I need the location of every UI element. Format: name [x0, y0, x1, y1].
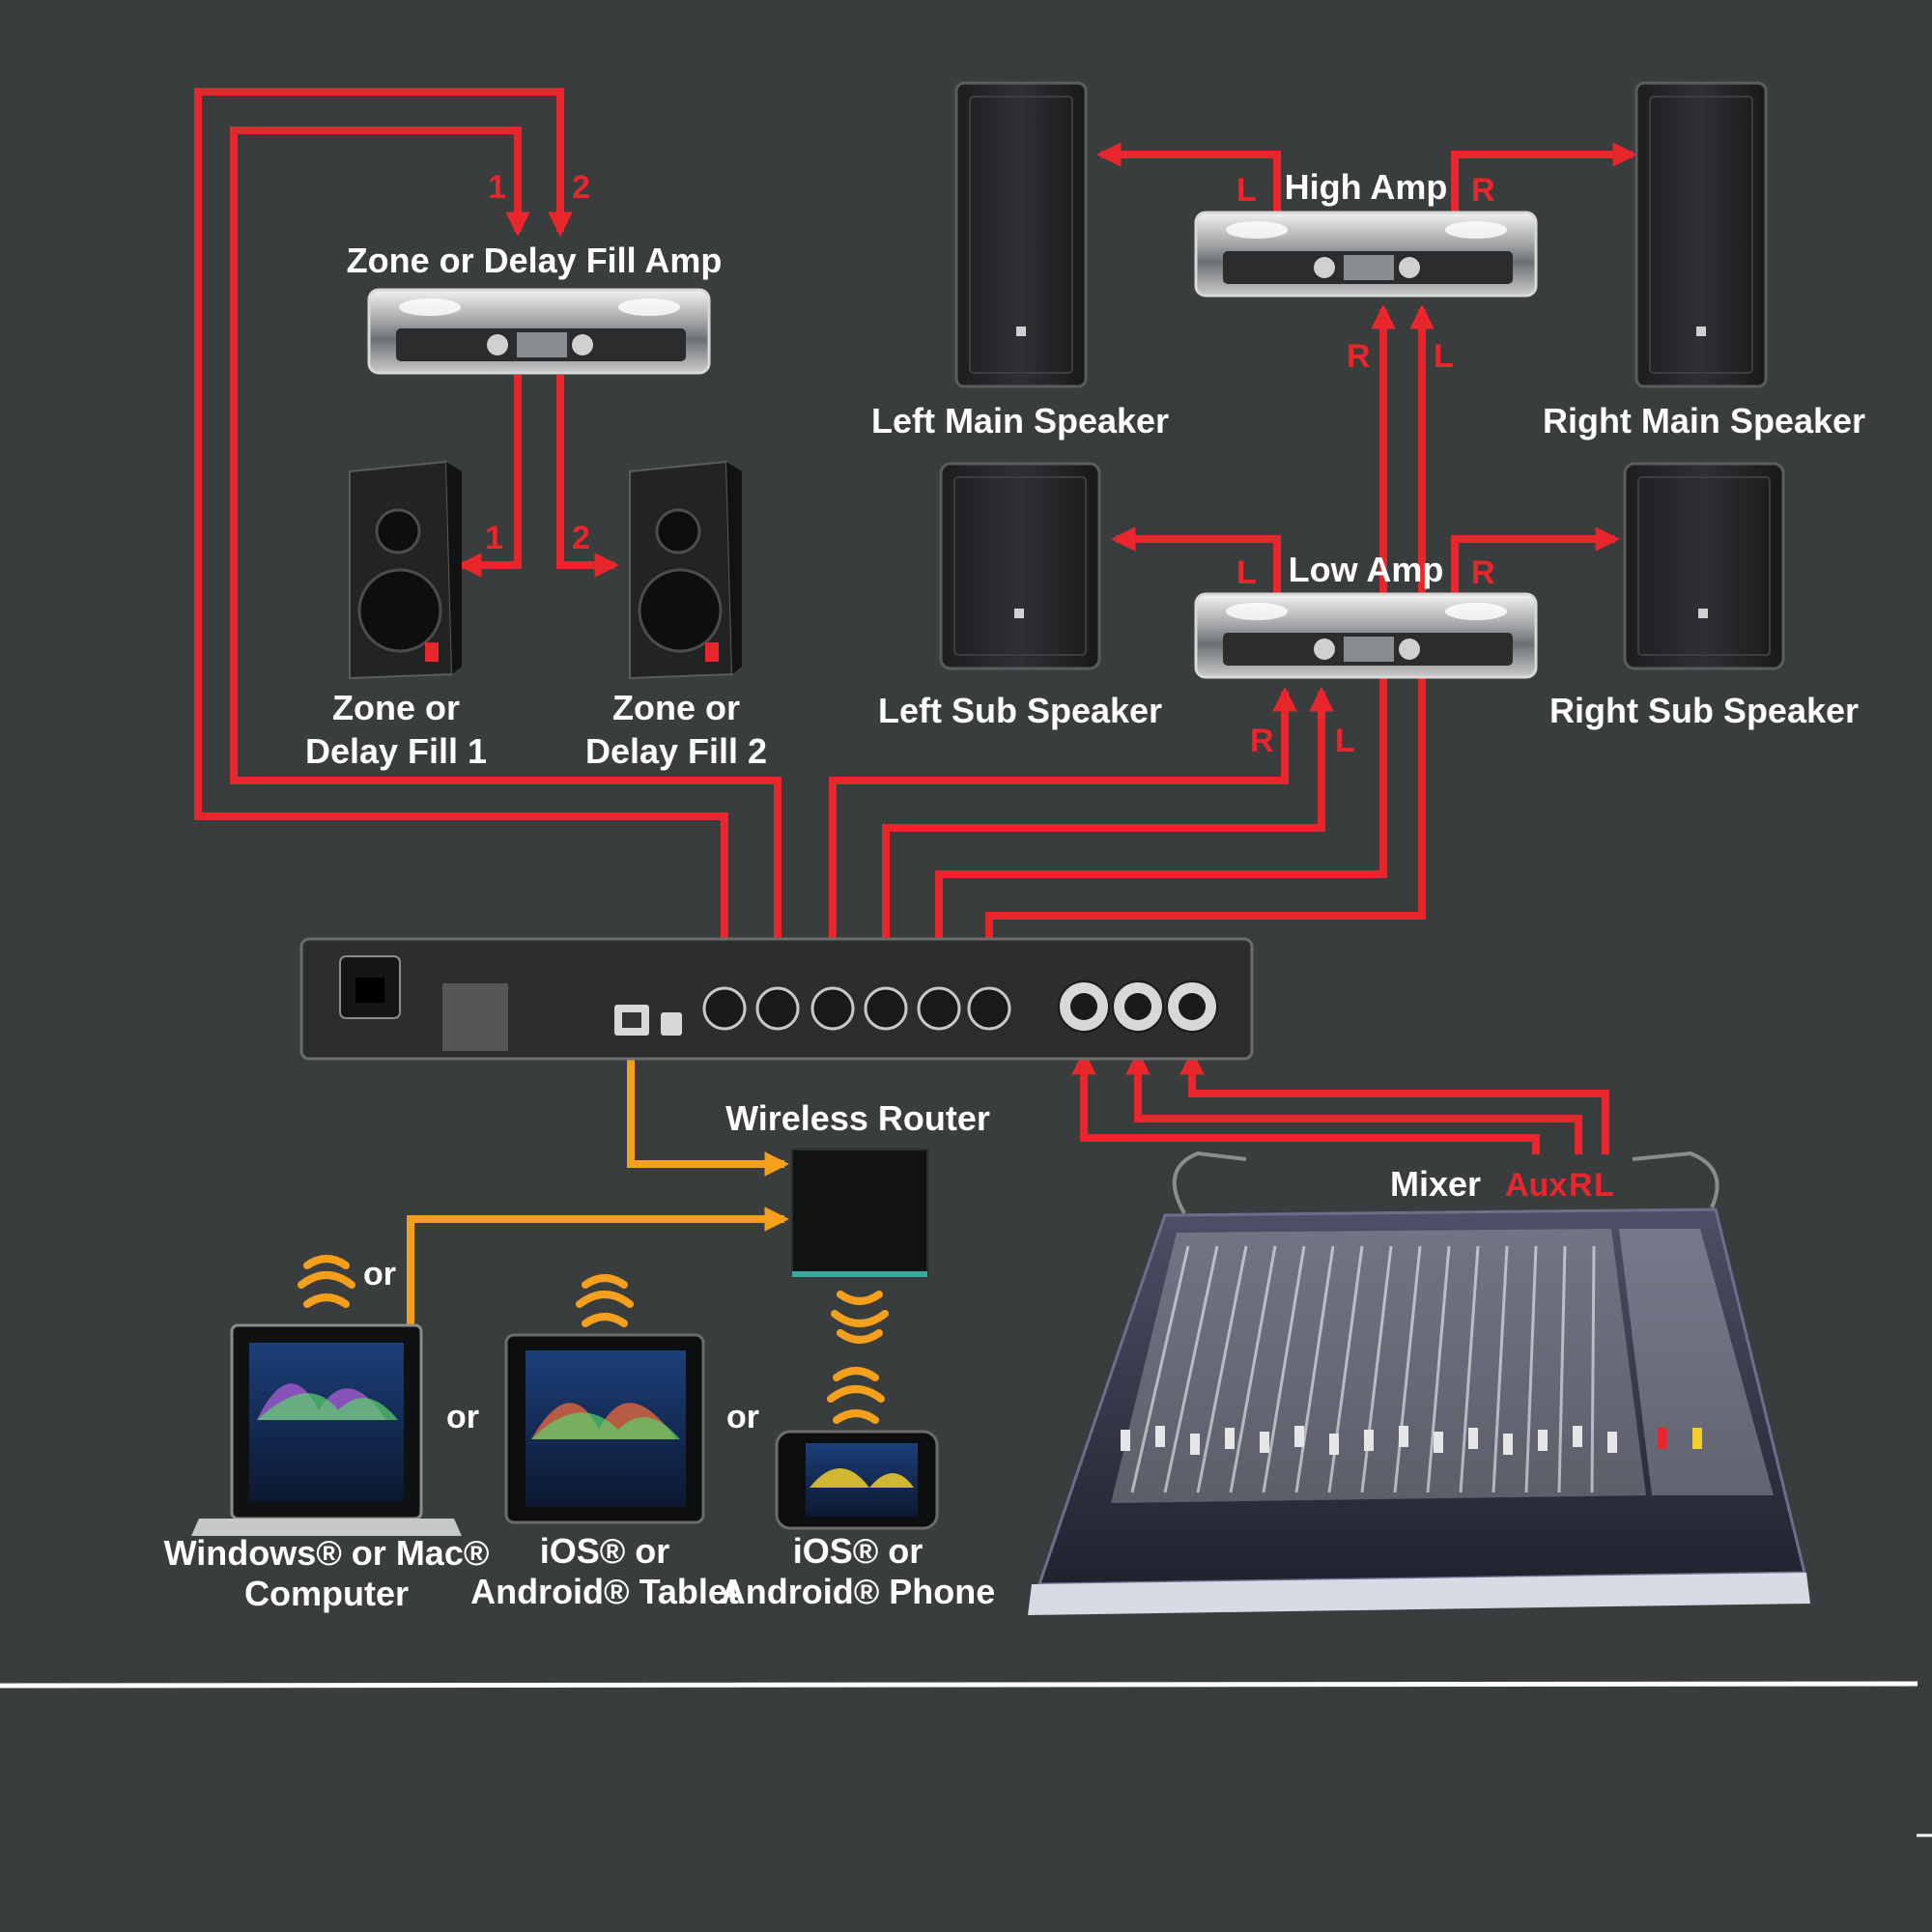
- label-tablet-line1: iOS® or: [540, 1531, 670, 1571]
- label-right-main: Right Main Speaker: [1543, 401, 1865, 440]
- label-or-1: or: [363, 1256, 396, 1293]
- label-left-main: Left Main Speaker: [871, 401, 1169, 440]
- mixing-console-icon: [1028, 1151, 1810, 1615]
- wire-mixer-r: [1125, 1049, 1582, 1154]
- wire-mixer-aux: [1071, 1049, 1540, 1154]
- zone-fill-speaker-2-icon: [629, 460, 742, 680]
- label-tablet-line2: Android® Tablet: [470, 1572, 739, 1611]
- right-sub-speaker-icon: [1623, 462, 1785, 670]
- wireless-router-icon: [791, 1149, 928, 1277]
- label-phone-line2: Android® Phone: [721, 1572, 996, 1611]
- wifi-waves-phone: [827, 1367, 885, 1424]
- label-mixer-aux: Aux: [1505, 1167, 1567, 1204]
- mixer-gooseneck-right: [1632, 1151, 1719, 1208]
- laptop-icon: [191, 1323, 462, 1536]
- tag-low-out-r: R: [1471, 554, 1495, 591]
- label-left-sub: Left Sub Speaker: [878, 691, 1162, 730]
- wire-ethernet-router: [627, 1038, 790, 1177]
- mixer-faders: [1121, 1426, 1702, 1455]
- bottom-divider: [0, 1681, 1918, 1689]
- label-computer-line2: Computer: [244, 1574, 409, 1613]
- wifi-waves-icon: [298, 1255, 889, 1424]
- wire-high-out-r: [1451, 142, 1638, 217]
- label-wireless-router: Wireless Router: [725, 1098, 990, 1138]
- mixer-channel-strips: [1130, 1245, 1596, 1493]
- wire-high-in-r: [935, 303, 1396, 1000]
- mixer-gooseneck-left: [1172, 1151, 1247, 1214]
- wire-low-out-l: [1110, 526, 1281, 594]
- signal-wires: [194, 88, 1638, 1154]
- label-low-amp: Low Amp: [1289, 550, 1444, 589]
- label-mixer-r: R: [1569, 1167, 1593, 1204]
- label-mixer-l: L: [1594, 1167, 1614, 1204]
- wifi-waves-computer: [298, 1255, 355, 1308]
- wire-low-in-r: [829, 686, 1297, 1000]
- label-fill1-line1: Zone or: [332, 688, 460, 727]
- wire-zone-in-1: [230, 127, 781, 1000]
- zone-fill-speaker-1-icon: [349, 460, 462, 680]
- wire-zone-out-2: [556, 375, 620, 578]
- low-amp-icon: [1194, 592, 1538, 679]
- label-fill2-line1: Zone or: [612, 688, 740, 727]
- wire-mixer-l: [1179, 1049, 1609, 1154]
- processor-rack-unit-icon: [299, 937, 1254, 1061]
- left-sub-speaker-icon: [939, 462, 1101, 670]
- wire-zone-out-1: [456, 375, 522, 578]
- tag-zone-in-1: 1: [488, 169, 506, 206]
- label-phone-line1: iOS® or: [793, 1531, 923, 1571]
- label-or-2: or: [446, 1399, 479, 1435]
- wire-zone-in-2: [194, 88, 728, 1000]
- label-right-sub: Right Sub Speaker: [1549, 691, 1859, 730]
- tag-low-out-l: L: [1236, 554, 1257, 591]
- wire-low-out-r: [1451, 526, 1621, 594]
- label-zone-amp: Zone or Delay Fill Amp: [347, 241, 723, 280]
- tag-zone-out-2: 2: [572, 520, 590, 556]
- label-computer-line1: Windows® or Mac®: [164, 1533, 490, 1573]
- tag-zone-in-2: 2: [572, 169, 590, 206]
- device-labels: Zone or Delay Fill Amp Zone or Delay Fil…: [164, 167, 1865, 1613]
- wire-low-in-l: [882, 686, 1334, 1000]
- label-or-3: or: [726, 1399, 759, 1435]
- label-high-amp: High Amp: [1285, 167, 1448, 207]
- channel-tags: 1 2 1 2 L R R L L R R L: [485, 169, 1495, 759]
- tag-high-out-r: R: [1471, 172, 1495, 209]
- right-main-speaker-icon: [1634, 81, 1768, 388]
- wifi-waves-tablet: [576, 1274, 634, 1327]
- wire-computer-router: [407, 1207, 790, 1331]
- tag-high-out-l: L: [1236, 172, 1257, 209]
- tag-high-in-r: R: [1347, 338, 1371, 375]
- left-main-speaker-icon: [954, 81, 1088, 388]
- tag-low-in-l: L: [1335, 723, 1355, 759]
- label-fill2-line2: Delay Fill 2: [585, 731, 767, 771]
- network-wires: [407, 1038, 790, 1331]
- zone-amp-icon: [367, 288, 711, 375]
- tag-zone-out-1: 1: [485, 520, 503, 556]
- phone-icon: [775, 1430, 939, 1530]
- wifi-waves-router-down: [831, 1291, 889, 1344]
- output-connectors: [702, 986, 1011, 1031]
- label-mixer: Mixer: [1390, 1164, 1481, 1204]
- high-amp-icon: [1194, 211, 1538, 298]
- tablet-icon: [504, 1333, 705, 1524]
- label-fill1-line2: Delay Fill 1: [305, 731, 487, 771]
- tag-low-in-r: R: [1250, 723, 1274, 759]
- wire-high-out-l: [1095, 142, 1281, 217]
- tag-high-in-l: L: [1434, 338, 1454, 375]
